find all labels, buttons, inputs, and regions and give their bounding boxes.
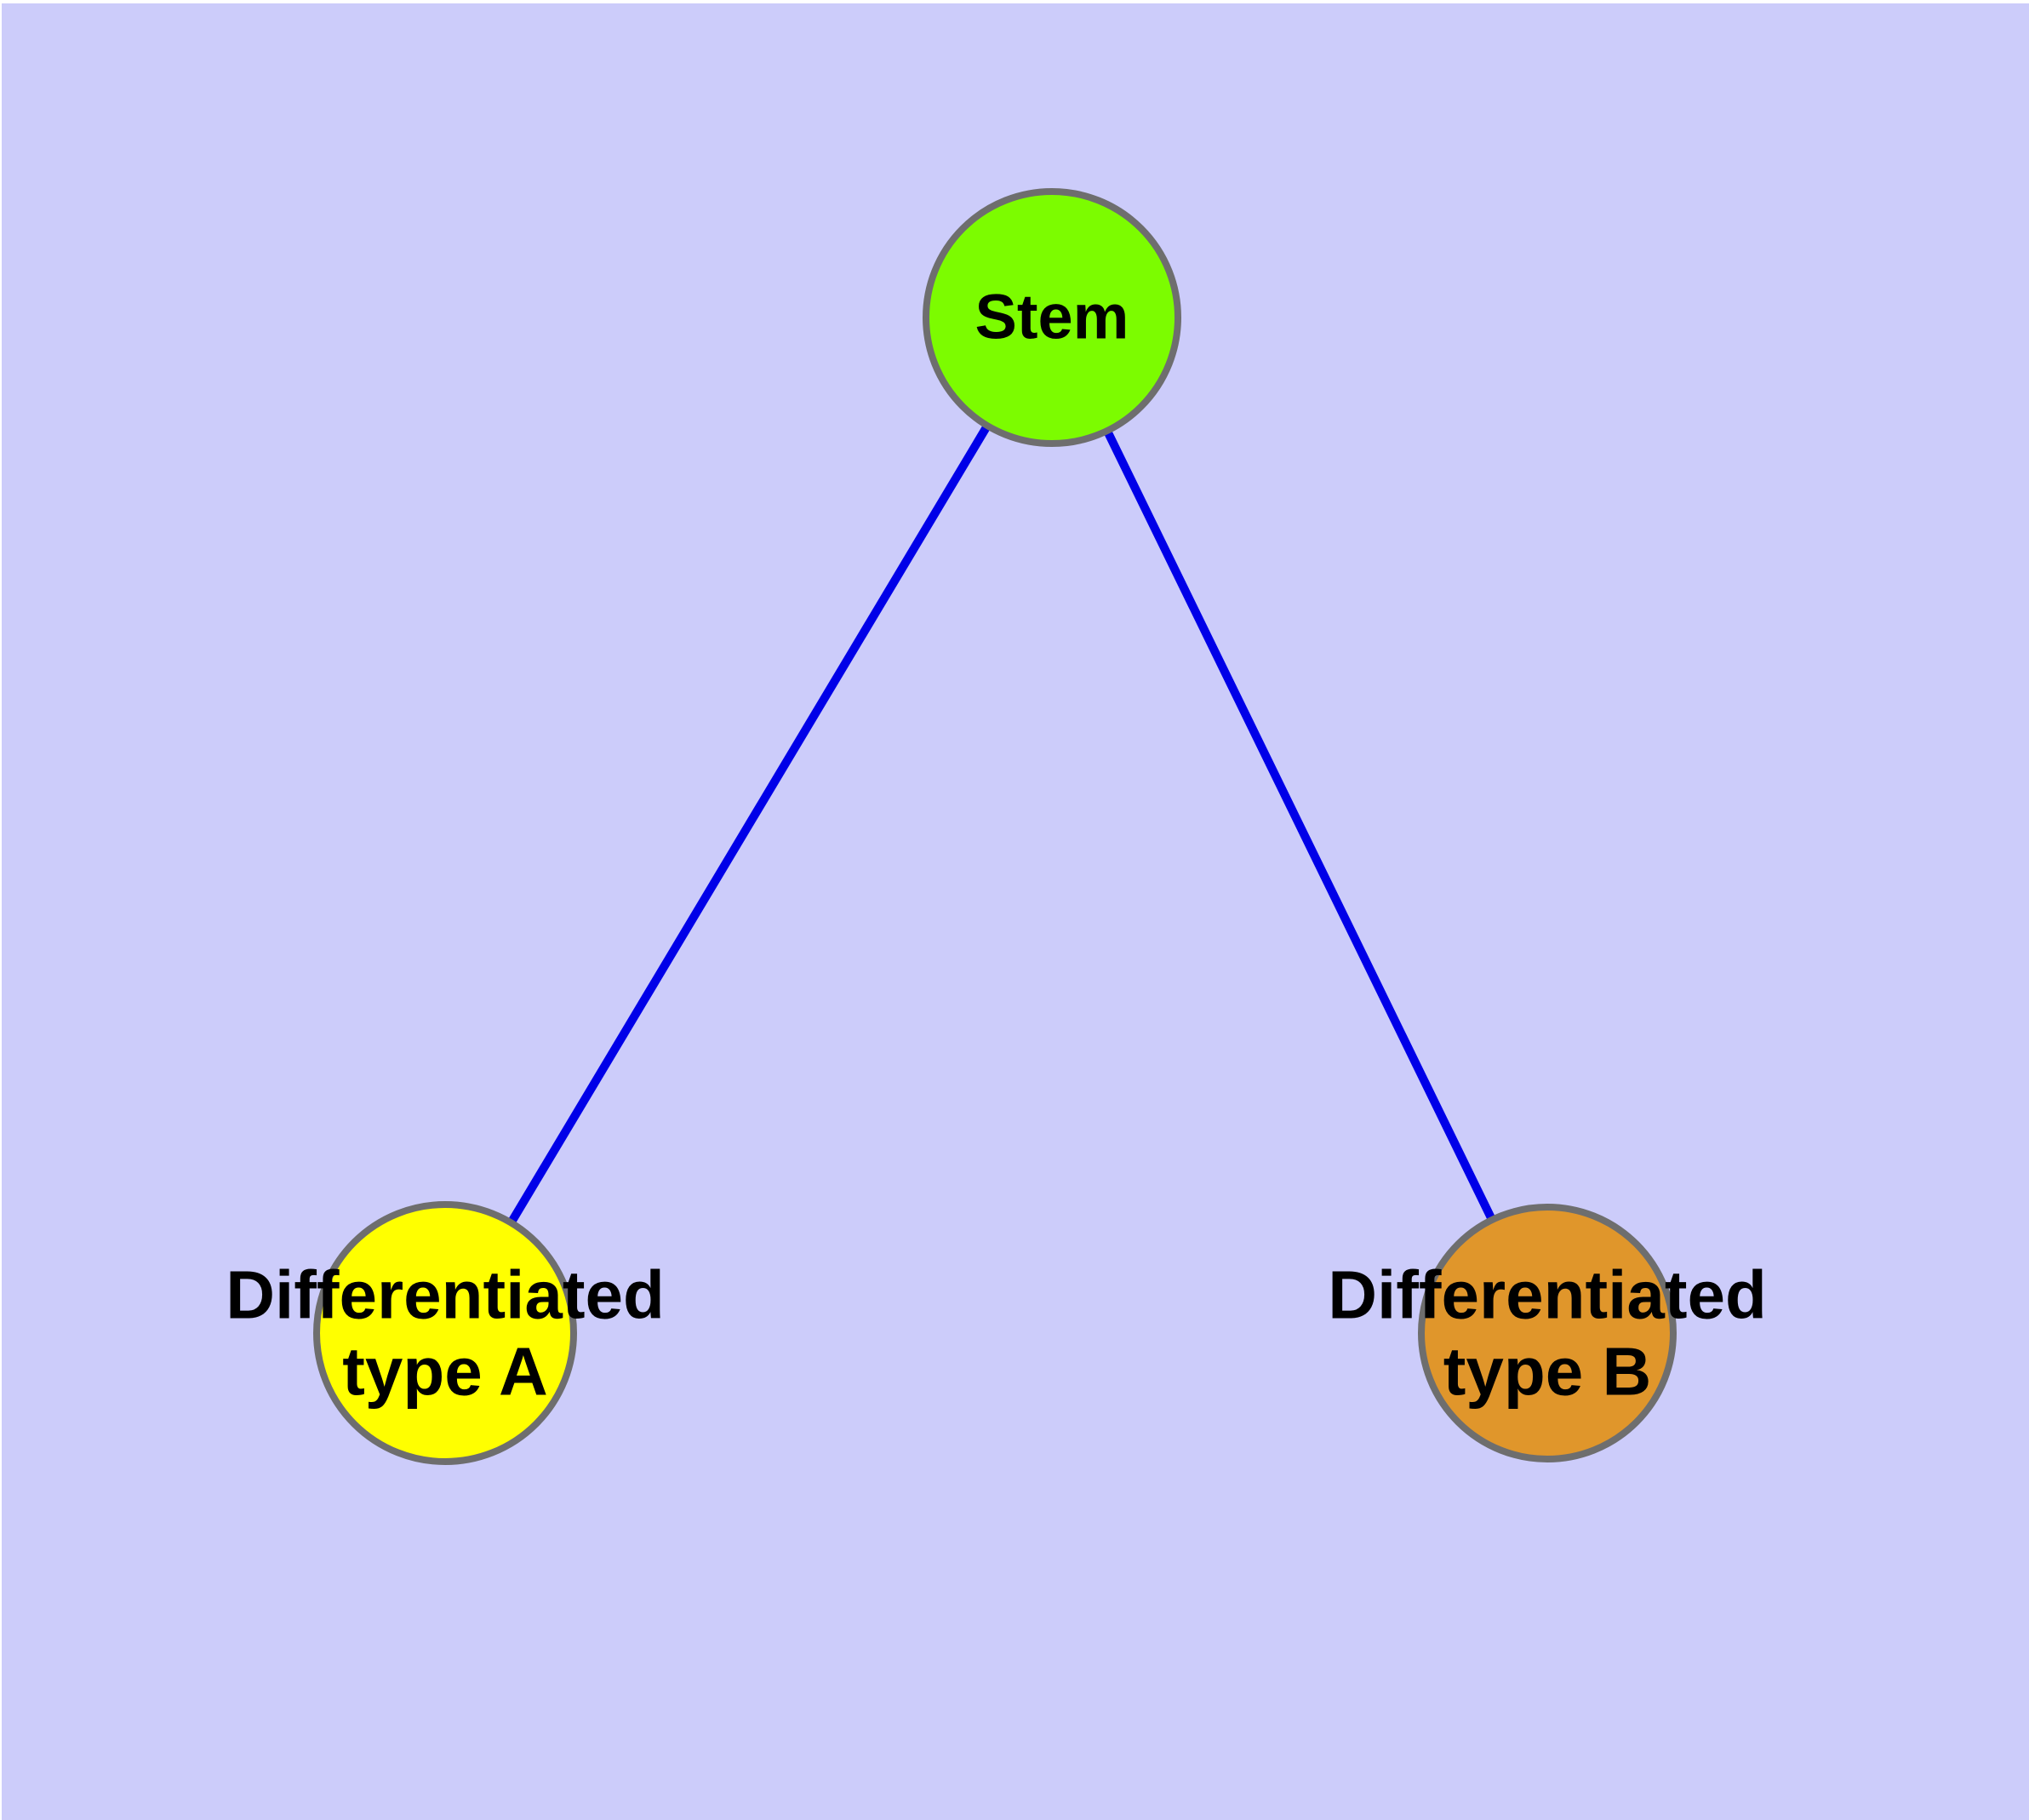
node-stem-circle[interactable] <box>923 188 1181 447</box>
edge-stem-to-diff-a[interactable] <box>441 315 1056 1336</box>
node-diff-a-circle[interactable] <box>313 1201 577 1465</box>
edge-stem-to-diff-b[interactable] <box>1048 315 1552 1336</box>
edge-layer <box>441 315 1552 1336</box>
node-layer <box>313 188 1677 1465</box>
node-diff-b-circle[interactable] <box>1418 1204 1677 1462</box>
